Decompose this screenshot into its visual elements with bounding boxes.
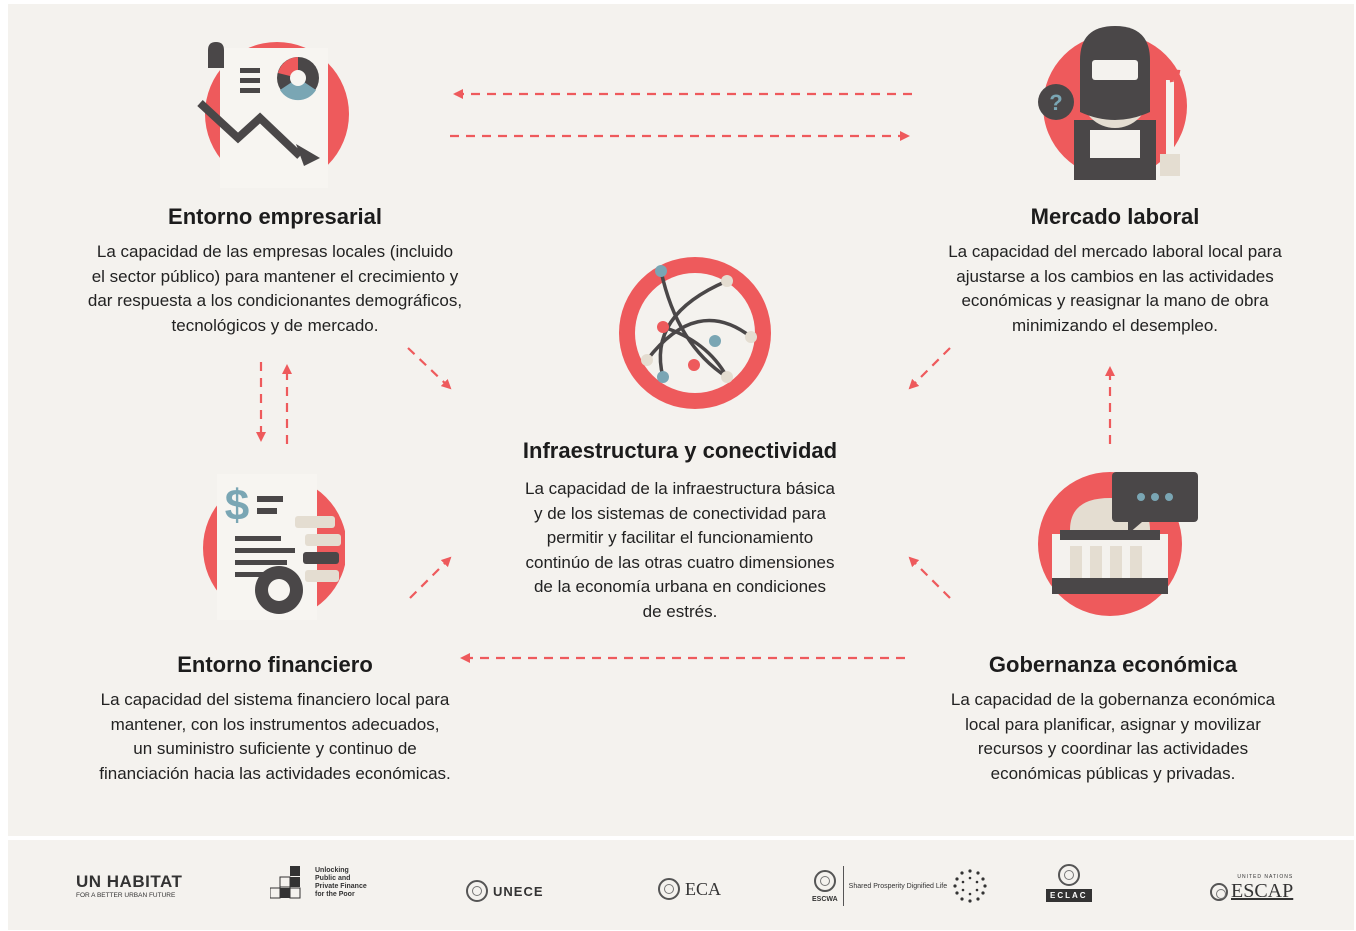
un-emblem-icon <box>658 878 680 900</box>
un-emblem-icon <box>1210 882 1228 901</box>
labour-description: La capacidad del mercado laboral local p… <box>948 242 1282 335</box>
logo-eclac-text: ECLAC <box>1046 889 1092 902</box>
labour-title: Mercado laboral <box>1030 204 1200 229</box>
report-chart-down-icon <box>197 42 349 188</box>
government-building-icon <box>1038 472 1198 616</box>
logo-eca: ECA <box>658 878 721 900</box>
svg-text:$: $ <box>225 481 249 530</box>
logo-uncdf: Unlocking Public and Private Finance for… <box>270 866 371 900</box>
un-emblem-icon <box>813 869 836 892</box>
logo-escap: UNITED NATIONS ESCAP <box>1210 874 1293 903</box>
financial-document-icon: $ <box>203 474 345 620</box>
governance-title: Gobernanza económica <box>988 652 1238 677</box>
uncdf-emblem-icon <box>270 866 301 899</box>
infrastructure-title: Infraestructura y conectividad <box>522 438 838 463</box>
un-emblem-icon <box>466 880 488 902</box>
logo-unece: UNECE <box>466 880 544 902</box>
finance-description: La capacidad del sistema financiero loca… <box>99 690 451 783</box>
welder-worker-icon: ? <box>1038 26 1187 180</box>
svg-text:?: ? <box>1049 90 1062 115</box>
logo-un-habitat-text: UN HABITAT <box>76 872 183 891</box>
logo-un-habitat-subtext: FOR A BETTER URBAN FUTURE <box>76 892 176 899</box>
un-emblem-icon <box>1057 864 1080 886</box>
sunburst-icon <box>953 869 987 903</box>
logo-escwa-text: Shared Prosperity Dignified Life <box>848 882 948 890</box>
logo-escap-text: ESCAP <box>1231 880 1294 902</box>
infrastructure-description: La capacidad de la infraestructura básic… <box>525 479 835 621</box>
business-title: Entorno empresarial <box>168 204 382 229</box>
escwa-divider <box>842 866 844 906</box>
arrow-labour-to-infrastructure <box>908 347 951 390</box>
logo-un-habitat: UN HABITAT FOR A BETTER URBAN FUTURE <box>76 872 182 899</box>
finance-title: Entorno financiero <box>177 652 373 677</box>
logo-eca-text: ECA <box>685 878 721 899</box>
arrow-governance-to-infrastructure <box>908 556 951 599</box>
network-globe-icon <box>619 257 771 409</box>
logo-eclac: ECLAC <box>1046 864 1092 902</box>
business-description: La capacidad de las empresas locales (in… <box>87 242 463 335</box>
logo-escwa-subtext: ESCWA <box>812 895 838 903</box>
partner-logos-footer <box>8 840 1354 930</box>
logo-escap-subtext: UNITED NATIONS <box>1237 874 1294 880</box>
governance-description: La capacidad de la gobernanza económica … <box>950 690 1276 783</box>
escap-wordmark: ESCAP <box>1210 880 1293 903</box>
arrow-business-to-infrastructure <box>407 347 452 390</box>
arrow-finance-to-infrastructure <box>409 556 452 599</box>
logo-uncdf-text: Unlocking Public and Private Finance for… <box>315 867 367 898</box>
escwa-emblem: ESCWA <box>812 869 838 903</box>
logo-unece-text: UNECE <box>493 883 544 899</box>
logo-escwa: ESCWA Shared Prosperity Dignified Life <box>812 866 988 906</box>
